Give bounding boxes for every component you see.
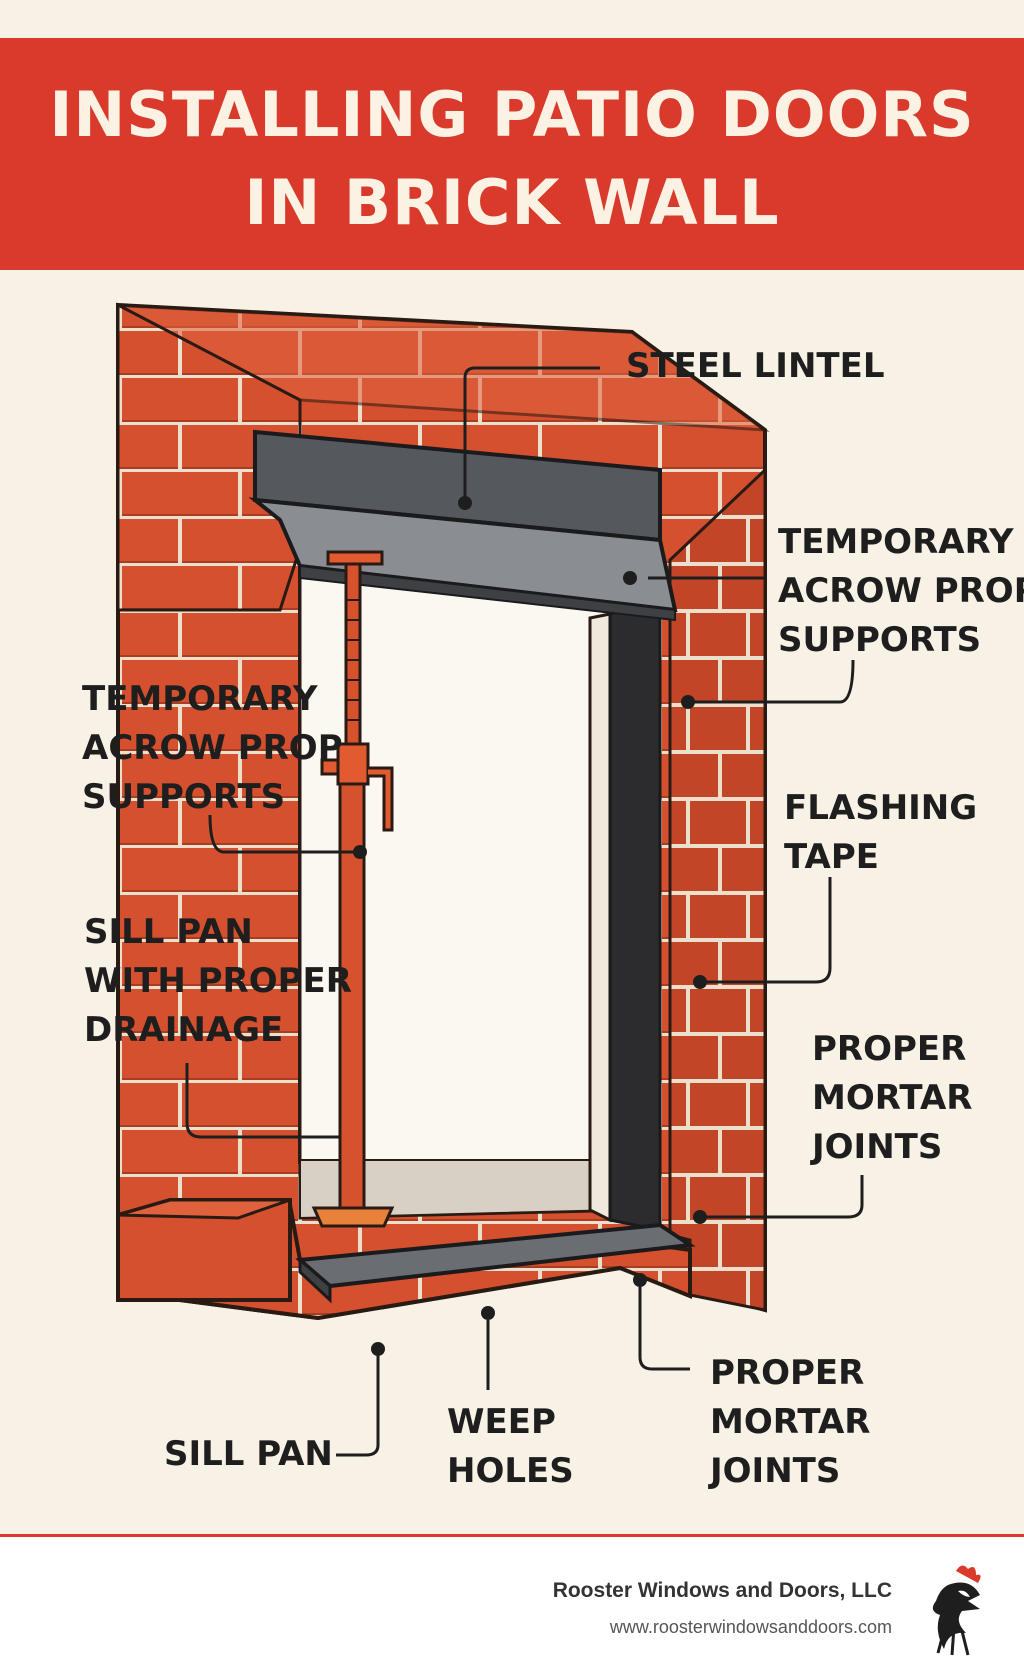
brick-wall-diagram: [116, 302, 864, 1457]
leader-dots: [353, 496, 707, 1356]
label-acrow-prop-left: TEMPORARY ACROW PROP SUPPORTS: [82, 679, 343, 817]
footer-divider: [0, 1534, 1024, 1537]
company-name: Rooster Windows and Doors, LLC: [552, 1579, 892, 1602]
door-frame: [588, 612, 612, 1223]
title-banner: INSTALLING PATIO DOORS IN BRICK WALL: [0, 38, 1024, 270]
label-mortar-joints-right: PROPER MORTAR JOINTS: [812, 1029, 973, 1167]
leader-lines: [185, 366, 864, 1457]
label-acrow-prop-right: TEMPORARY ACROW PROP SUPPORTS: [778, 522, 1024, 660]
wall-side: [668, 466, 767, 1312]
title-line-2: IN BRICK WALL: [244, 166, 780, 239]
label-mortar-joints-bottom: PROPER MORTAR JOINTS: [710, 1353, 871, 1491]
label-sill-pan: SILL PAN: [164, 1434, 333, 1474]
rooster-logo-icon: [932, 1565, 981, 1656]
label-weep-holes: WEEP HOLES: [447, 1402, 574, 1491]
label-flashing-tape: FLASHING TAPE: [784, 788, 978, 877]
flashing-tape-strip: [608, 598, 662, 1232]
title-line-1: INSTALLING PATIO DOORS: [49, 78, 975, 151]
footer: Rooster Windows and Doors, LLC www.roost…: [0, 1537, 1024, 1666]
label-steel-lintel: STEEL LINTEL: [626, 346, 885, 386]
company-website: www.roosterwindowsanddoors.com: [609, 1617, 892, 1637]
label-sill-pan-drainage: SILL PAN WITH PROPER DRAINAGE: [84, 912, 352, 1050]
